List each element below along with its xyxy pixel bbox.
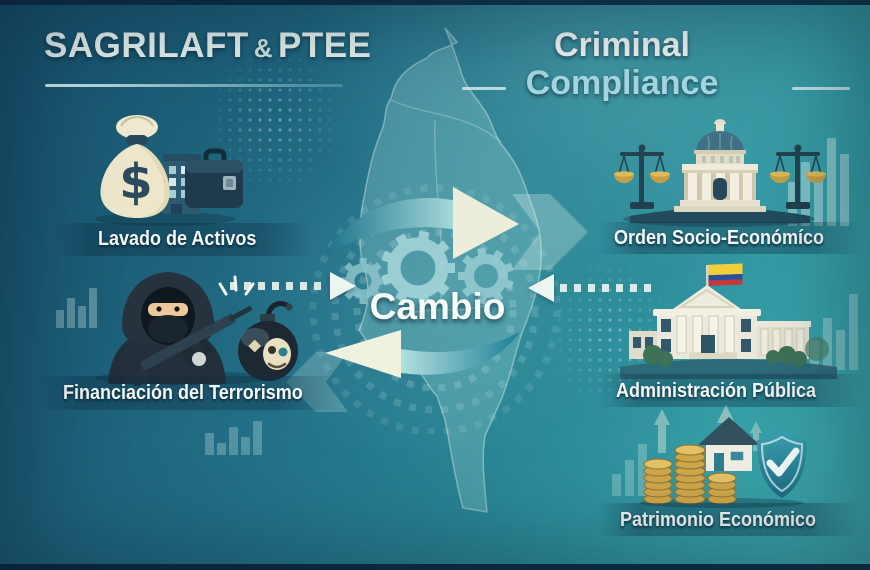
left-title-underline — [45, 84, 343, 87]
shield-check-icon — [757, 431, 807, 498]
right-title: Criminal Compliance — [497, 26, 747, 102]
swoosh-arrow-top — [325, 198, 457, 254]
bottom-border-strip — [0, 564, 870, 570]
top-border-strip — [0, 0, 870, 5]
bar-chart-decoration — [612, 440, 647, 496]
scales-of-justice-icon — [770, 144, 826, 209]
center-label: Cambio — [369, 286, 506, 327]
dotted-arrow-left-line — [230, 282, 326, 290]
left-title-word2: PTEE — [278, 26, 372, 65]
right-item-3-label: Patrimonio Económico — [620, 509, 817, 531]
dotted-arrow-left-head-icon — [330, 272, 356, 300]
right-title-line1: Criminal — [553, 26, 691, 64]
title-dash-left — [462, 87, 506, 90]
left-item-2-label: Financiación del Terrorismo — [63, 382, 303, 404]
money-bag-building-briefcase-icon: $ — [95, 115, 243, 226]
label-band — [598, 222, 864, 254]
label-band — [598, 503, 860, 536]
coins-house-shield-icon — [640, 405, 807, 508]
gear-medium-icon — [458, 247, 514, 305]
left-item-1-label: Lavado de Activos — [98, 228, 257, 250]
colombia-flag-icon — [708, 263, 743, 286]
swoosh-arrowhead-right — [453, 187, 519, 259]
left-title: SAGRILAFT&PTEE — [44, 26, 371, 66]
left-title-word1: SAGRILAFT — [44, 26, 249, 65]
bar-chart-decoration — [56, 286, 97, 328]
left-title-ampersand: & — [253, 33, 274, 63]
government-building-colombian-flag-icon — [620, 263, 837, 379]
chevron-left-icon — [286, 352, 348, 412]
label-band — [36, 376, 340, 410]
right-item-2-label: Administración Pública — [616, 380, 817, 402]
right-title-line2: Compliance — [525, 64, 719, 103]
label-band — [598, 374, 866, 407]
svg-text:$: $ — [119, 154, 152, 210]
scales-of-justice-icon — [614, 144, 670, 209]
label-band — [52, 223, 314, 256]
courthouse-scales-icon — [614, 119, 826, 227]
hooded-figure-rifle-bomb-icon — [95, 272, 298, 386]
bar-chart-decoration — [205, 417, 262, 455]
coin-stack-icon — [643, 444, 737, 505]
chevron-right-icon — [512, 194, 588, 270]
swoosh-arrowhead-left — [325, 330, 401, 378]
dotted-arrow-right-head-icon — [528, 274, 554, 302]
swoosh-arrow-bottom — [395, 332, 520, 375]
right-item-1-label: Orden Socio-Económíco — [614, 227, 825, 249]
dotted-arrow-right-line — [560, 284, 652, 292]
gears-circular-arrows-icon — [309, 184, 561, 434]
title-dash-right — [792, 87, 850, 90]
gear-large-icon — [381, 230, 455, 306]
